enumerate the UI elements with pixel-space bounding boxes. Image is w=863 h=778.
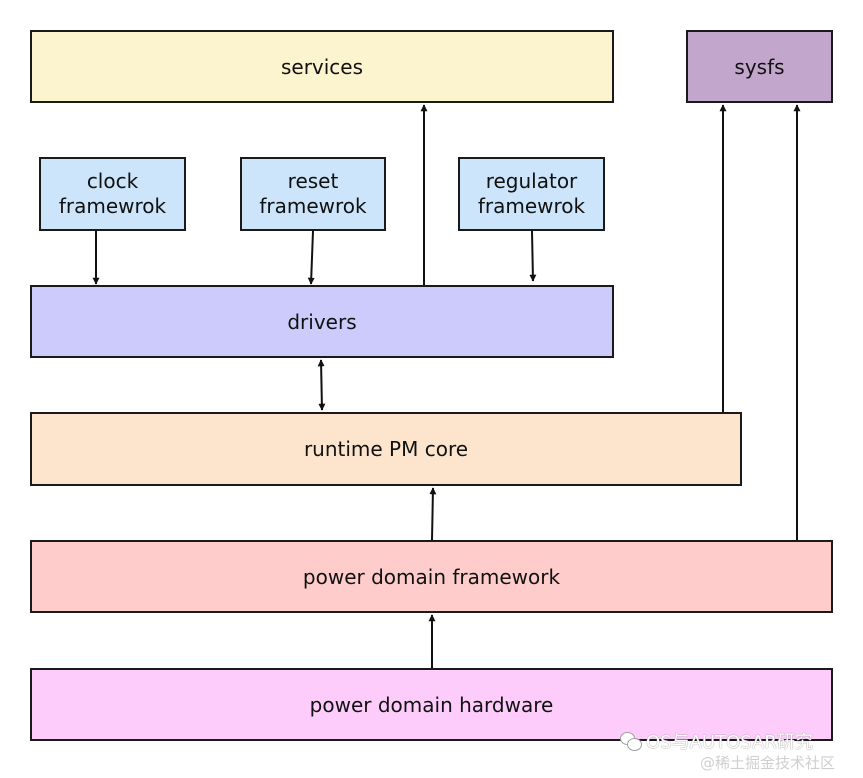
watermark-line1: OS与AUTOSAR研究 (620, 728, 813, 754)
arrow-regulator-to-drivers (529, 230, 537, 282)
power-domain-framework-box: power domain framework (30, 540, 833, 613)
services-box: services (30, 30, 614, 103)
watermark-line2: @稀土掘金技术社区 (700, 754, 836, 772)
regulator-framework-label-line1: regulator (485, 169, 578, 193)
runtime-pm-core-box: runtime PM core (30, 412, 742, 486)
clock-framework-label-line2: framewrok (58, 194, 167, 218)
services-label: services (280, 54, 364, 79)
reset-framework-label-line2: framewrok (259, 194, 367, 218)
wechat-icon (620, 732, 642, 751)
regulator-framework-label-line2: framewrok (477, 194, 586, 218)
arrow-drivers-runtime-bidirectional (317, 359, 326, 411)
arrow-reset-to-drivers (307, 230, 315, 285)
power-domain-framework-label: power domain framework (302, 564, 561, 589)
runtime-pm-core-label: runtime PM core (303, 437, 469, 461)
drivers-label: drivers (287, 309, 357, 334)
arrow-pd-framework-to-runtime (429, 487, 437, 541)
drivers-box: drivers (30, 285, 614, 358)
regulator-framework-box: regulator framewrok (458, 157, 605, 231)
sysfs-box: sysfs (686, 30, 833, 103)
sysfs-label: sysfs (734, 54, 785, 79)
watermark-text1: OS与AUTOSAR研究 (646, 732, 813, 753)
clock-framework-label-line1: clock (86, 169, 139, 193)
reset-framework-box: reset framewrok (240, 157, 386, 231)
power-domain-hardware-label: power domain hardware (309, 692, 554, 717)
power-domain-hardware-box: power domain hardware (30, 668, 833, 741)
clock-framework-box: clock framewrok (39, 157, 186, 231)
reset-framework-label-line1: reset (287, 169, 339, 193)
